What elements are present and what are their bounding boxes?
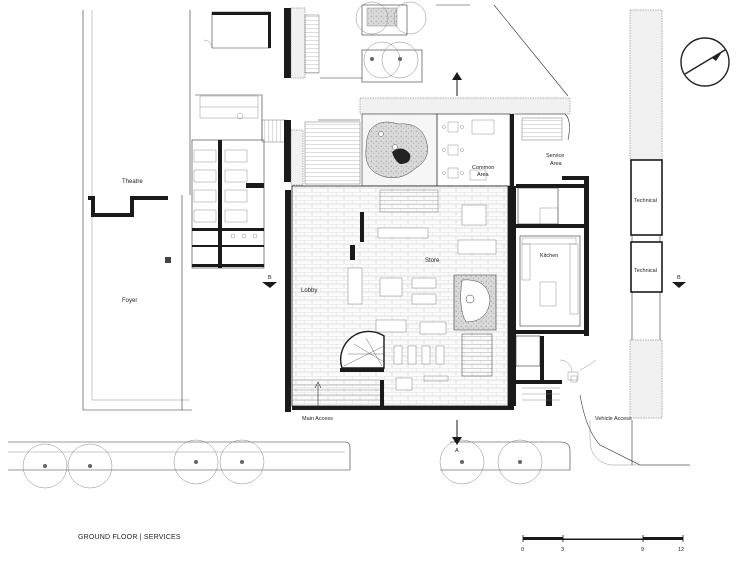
section-a-top-label: A [455, 74, 459, 80]
common-area-label-line1: Common [472, 165, 494, 171]
main-access-path [314, 381, 322, 410]
technical-block [629, 9, 663, 419]
store-label: Store [425, 258, 440, 264]
store-floor [291, 185, 516, 410]
section-marker-a-bottom [452, 420, 462, 445]
section-marker-b-left [262, 282, 277, 288]
drawing-title: GROUND FLOOR | SERVICES [78, 534, 181, 541]
room-labels: Theatre Foyer Lobby Store Common Area Se… [122, 74, 681, 454]
scale-tick-3: 3 [561, 547, 564, 553]
scale-tick-12: 12 [678, 547, 684, 553]
vehicle-access-path [570, 359, 597, 383]
vehicle-access-label: Vehicle Access [595, 416, 632, 422]
wc-core [191, 139, 265, 269]
upper-rooms [195, 11, 287, 143]
street-trees [22, 439, 543, 489]
technical-label-1: Technical [634, 198, 657, 204]
section-b-right-label: B [677, 275, 681, 281]
section-b-left-label: B [268, 275, 272, 281]
kitchen-label: Kitchen [540, 253, 558, 259]
foyer-block [82, 10, 192, 411]
section-marker-a-top [452, 72, 462, 96]
section-marker-b-right [672, 282, 686, 288]
theatre-label: Theatre [122, 179, 143, 185]
section-a-bottom-label: A [455, 448, 459, 454]
technical-label-2: Technical [634, 268, 657, 274]
scale-tick-0: 0 [521, 547, 524, 553]
top-plaza [318, 1, 571, 121]
service-area-label-line2: Area [550, 161, 563, 167]
service-kitchen-block [510, 113, 589, 406]
service-area-label-line1: Service [546, 153, 564, 159]
foyer-label: Foyer [122, 298, 137, 304]
scale-bar: 0 3 9 12 [521, 535, 684, 553]
main-access-label: Main Access [302, 416, 333, 422]
north-arrow [680, 37, 730, 87]
lobby-label: Lobby [301, 288, 317, 294]
common-area-furniture [436, 113, 511, 187]
lobby-west-wall [284, 7, 361, 412]
scale-tick-9: 9 [641, 547, 644, 553]
common-area-label-line2: Area [477, 172, 490, 178]
courtyard-garden [361, 113, 438, 187]
